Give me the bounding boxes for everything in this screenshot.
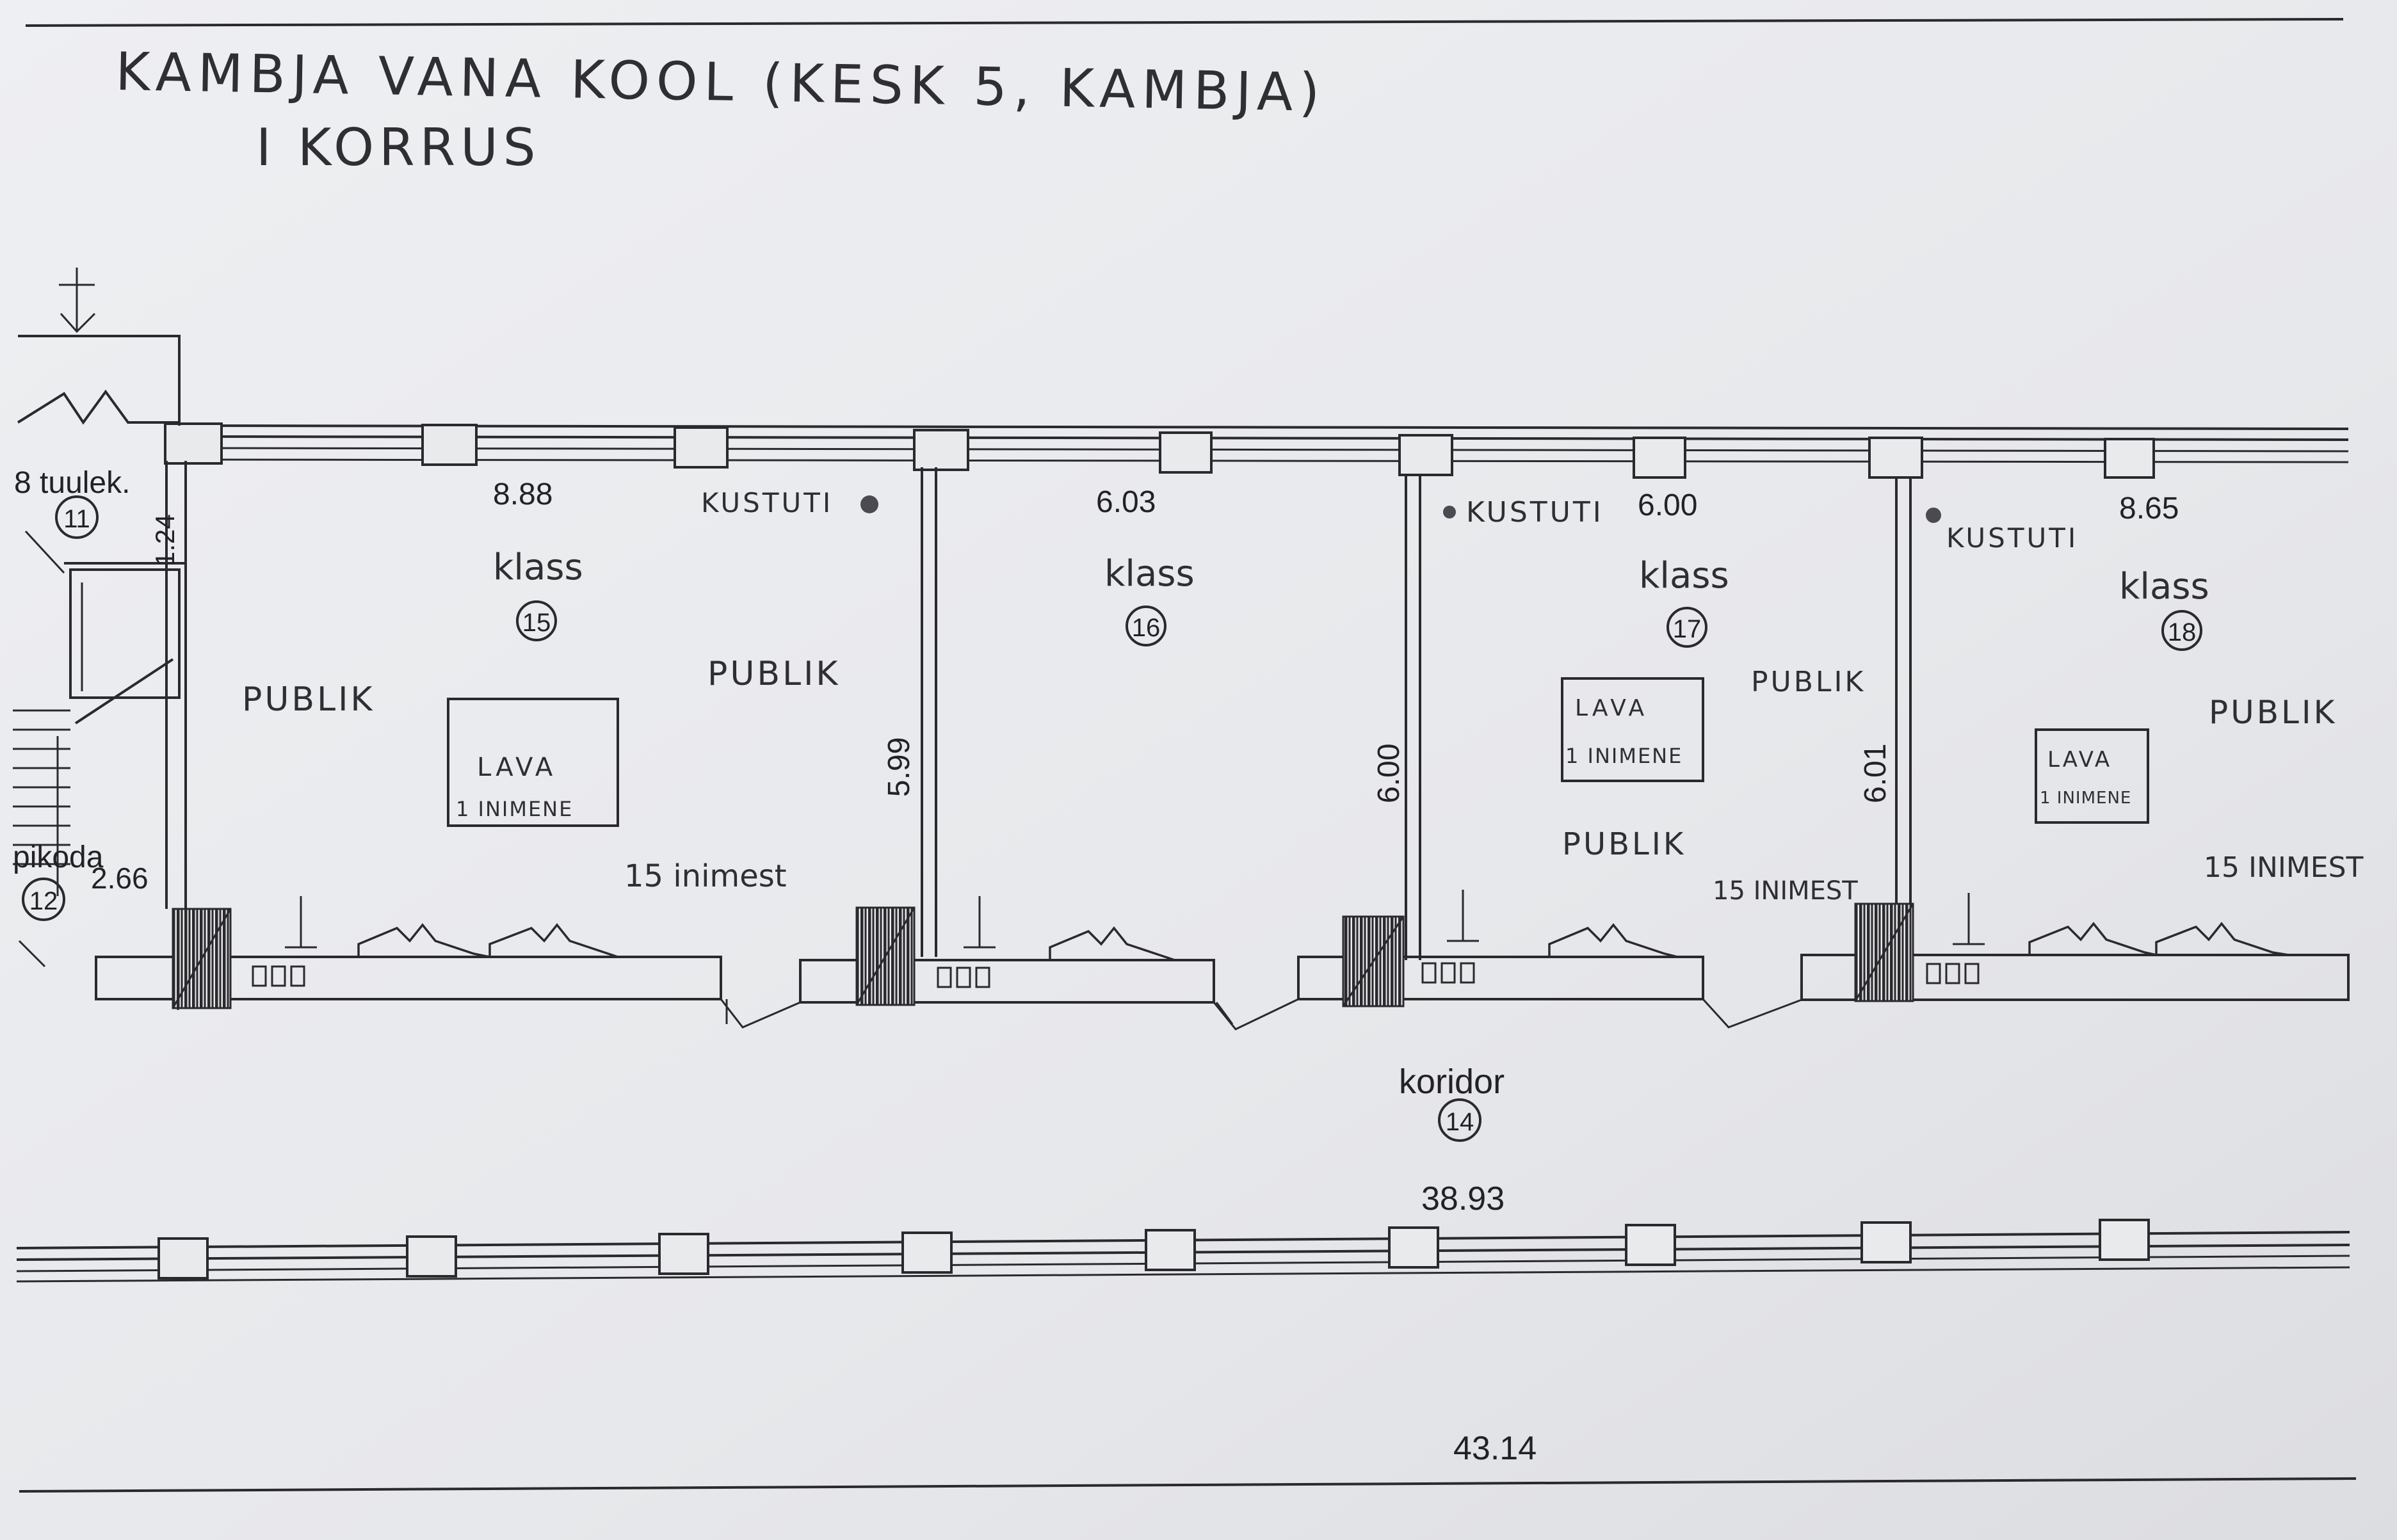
room-18: KUSTUTI 8.65 klass 18 PUBLIK LAVA 1 INIM… (1946, 492, 2364, 884)
exit-dim: 1.24 (150, 514, 180, 566)
north-wall (166, 424, 2349, 463)
closet-label: pikoda (13, 840, 104, 874)
room-17-id: 17 (1673, 615, 1702, 643)
room-18-capacity: 15 INIMEST (2204, 851, 2364, 884)
room-17: KUSTUTI 6.00 klass 17 LAVA 1 INIMENE PUB… (1466, 488, 1893, 906)
room-15-width: 8.88 (493, 477, 553, 511)
room-18-id-circle (2161, 610, 2202, 651)
room-18-width: 8.65 (2119, 492, 2179, 525)
closet-id-circle (22, 878, 65, 921)
door-room-18 (1854, 902, 1914, 1002)
sheet-top-border (25, 18, 2344, 27)
room-15-audience-2: PUBLIK (707, 655, 841, 693)
room-18-audience-1: PUBLIK (2209, 694, 2337, 731)
door-room-16 (855, 906, 916, 1006)
room-17-stage-label: LAVA (1575, 695, 1648, 721)
room-15-audience-1: PUBLIK (242, 680, 375, 719)
corridor-id-circle (1438, 1098, 1481, 1142)
room-16-name: klass (1104, 553, 1195, 595)
room-17-depth: 6.01 (1859, 744, 1893, 803)
room-15-name: klass (493, 547, 583, 588)
building-length: 43.14 (1453, 1430, 1537, 1467)
stair-area (13, 268, 187, 968)
side-room-exit: 8 tuulek. 11 1.24 (14, 466, 180, 566)
side-room-closet: pikoda 2.66 12 (13, 840, 149, 921)
switch-dot-room-18 (1926, 508, 1941, 523)
room-17-switch-label: KUSTUTI (1466, 496, 1604, 529)
room-16-depth: 6.00 (1372, 744, 1406, 803)
corridor: koridor 14 38.93 (1399, 1063, 1505, 1217)
room-15-id-circle (516, 600, 557, 641)
corridor-name: koridor (1399, 1063, 1505, 1101)
door-room-17 (1342, 915, 1405, 1007)
room-17-stage-capacity: 1 INIMENE (1565, 744, 1683, 768)
exit-label: 8 tuulek. (14, 466, 130, 500)
room-15-stage-label: LAVA (477, 753, 556, 782)
closet-dim: 2.66 (91, 862, 149, 895)
classroom-corridor-wall (95, 890, 2350, 1031)
room-18-switch-label: KUSTUTI (1946, 522, 2078, 554)
room-16-id: 16 (1132, 614, 1161, 642)
window-radiators (357, 922, 2289, 961)
exit-id-circle (55, 495, 99, 539)
room-18-name: klass (2119, 566, 2209, 607)
exit-id: 11 (63, 505, 90, 533)
room-15: 8.88 KUSTUTI klass 15 PUBLIK PUBLIK LAVA… (242, 477, 916, 894)
room-18-stage-capacity: 1 INIMENE (2040, 789, 2131, 808)
room-16: 6.03 klass 16 6.00 (1096, 485, 1406, 803)
stage-box-room-17 (1561, 677, 1704, 782)
sheet-bottom-border (19, 1477, 2357, 1493)
room-17-name: klass (1639, 555, 1729, 597)
room-16-width: 6.03 (1096, 485, 1156, 519)
room-18-stage-label: LAVA (2047, 747, 2112, 773)
room-15-capacity: 15 inimest (624, 858, 787, 894)
room-15-switch-label: KUSTUTI (701, 487, 833, 518)
corridor-length: 38.93 (1421, 1180, 1505, 1217)
room-15-id: 15 (522, 609, 551, 637)
room-15-stage-capacity: 1 INIMENE (456, 797, 573, 821)
closet-id: 12 (29, 887, 58, 915)
door-room-15 (172, 908, 232, 1010)
room-17-capacity: 15 INIMEST (1713, 876, 1858, 906)
stage-box-room-15 (447, 698, 619, 827)
room-17-width: 6.00 (1638, 488, 1697, 522)
room-17-id-circle (1667, 607, 1707, 648)
corridor-door-swings (720, 998, 1802, 1031)
room-16-id-circle (1126, 606, 1166, 646)
stage-box-room-18 (2035, 728, 2149, 824)
partition-walls (921, 467, 1912, 960)
room-15-depth: 5.99 (882, 737, 916, 797)
room-17-audience-1: PUBLIK (1751, 666, 1866, 698)
switch-dot-room-17 (1443, 506, 1456, 518)
corridor-id: 14 (1446, 1108, 1474, 1136)
switch-dot-room-15 (860, 495, 878, 513)
room-17-audience-2: PUBLIK (1562, 826, 1686, 862)
south-wall-pillars (157, 1219, 2150, 1279)
north-wall-pillars (164, 422, 2155, 479)
room-18-id: 18 (2168, 618, 2197, 646)
outlet-boxes (252, 962, 1980, 988)
entry-arrows (285, 890, 1985, 949)
title-line-2: I KORRUS (256, 118, 541, 177)
